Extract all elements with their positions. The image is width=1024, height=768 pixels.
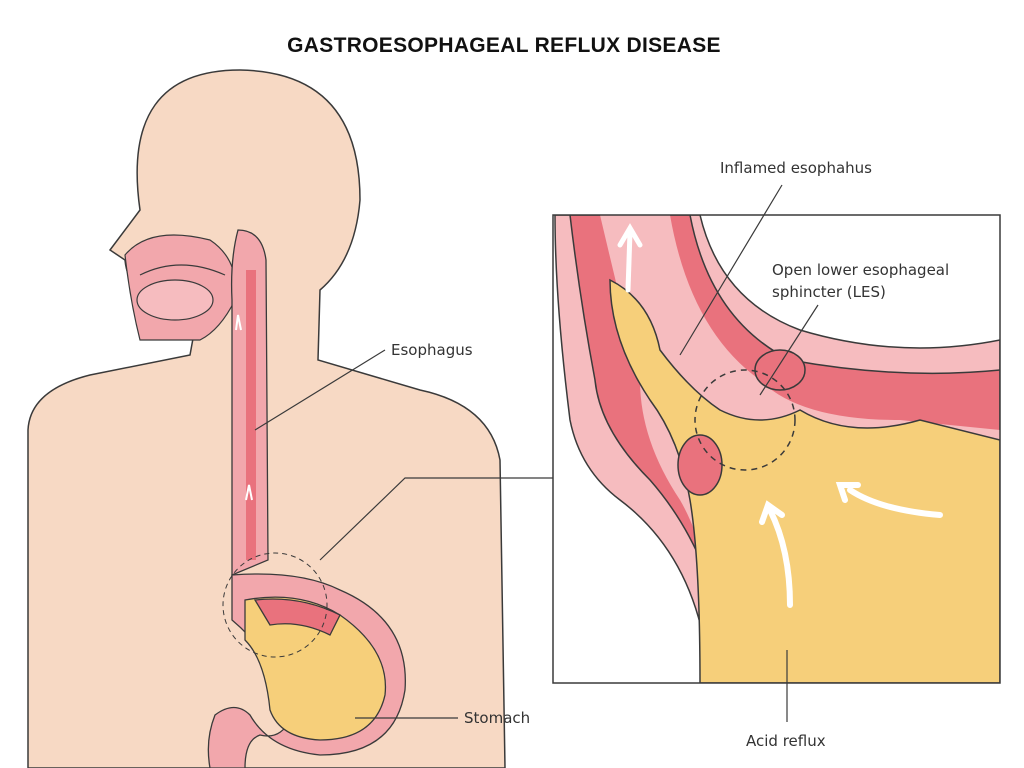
diagram-title: GASTROESOPHAGEAL REFLUX DISEASE — [287, 34, 721, 57]
les-label-line1: Open lower esophageal — [772, 261, 950, 279]
inflamed-esophagus-label: Inflamed esophahus — [720, 159, 872, 177]
esophagus — [230, 229, 269, 576]
les-highlight-circle — [222, 552, 328, 658]
acid-reflux-label: Acid reflux — [746, 732, 826, 750]
inflamed-leader-line — [679, 184, 783, 356]
esophagus-leader-line — [254, 349, 386, 431]
zoom-connector-line — [319, 477, 553, 561]
zoom-inset — [552, 214, 1001, 684]
les-label-line2: sphincter (LES) — [772, 283, 886, 301]
les-leader-line — [759, 304, 819, 396]
stomach-label: Stomach — [464, 709, 531, 727]
throat-cavity — [124, 234, 237, 341]
esophagus-label: Esophagus — [391, 341, 473, 359]
stomach — [207, 573, 406, 768]
